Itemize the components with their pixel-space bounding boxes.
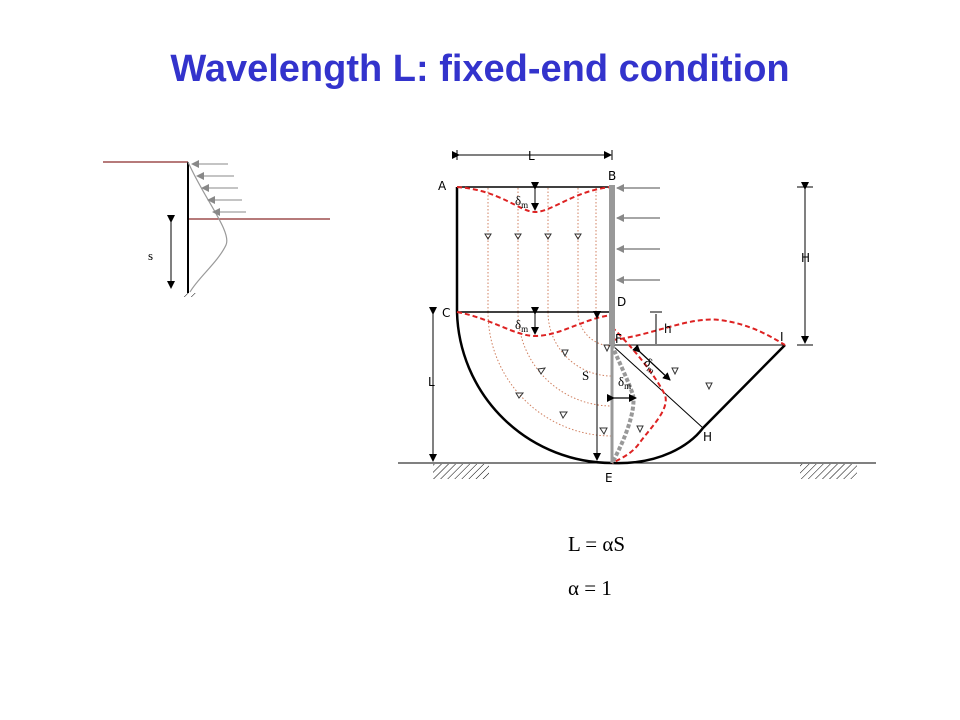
main-wall-diagram: L L H h S δm δm δm δm A B C D F H I E	[398, 149, 876, 485]
point-label-I: I	[780, 330, 784, 344]
small-fixed-base	[182, 293, 196, 297]
delta-m-label-2: δm	[515, 317, 528, 334]
line-FH	[611, 344, 704, 429]
label-h: h	[664, 322, 672, 336]
label-H: H	[801, 251, 810, 265]
point-label-B: B	[608, 169, 616, 183]
flow-lines-upper	[487, 188, 597, 312]
equation-alpha: α = 1	[568, 576, 612, 600]
label-L-top: L	[528, 149, 535, 163]
small-s-label: s	[148, 248, 153, 263]
small-wall-diagram: s	[103, 160, 330, 297]
label-L-left: L	[428, 375, 435, 389]
slide-title: Wavelength L: fixed-end condition	[170, 48, 790, 90]
delta-m-label-4: δm	[618, 374, 631, 391]
point-label-A: A	[438, 179, 447, 193]
delta-m-label-1: δm	[515, 193, 528, 210]
failure-boundary-left	[455, 187, 613, 465]
ground-hatch-left	[433, 464, 489, 479]
point-label-C: C	[442, 306, 450, 320]
flow-direction-markers	[484, 233, 713, 435]
equation-wavelength: L = αS	[568, 532, 626, 556]
failure-boundary-right	[611, 344, 786, 465]
label-S: S	[582, 368, 589, 383]
point-label-E: E	[605, 471, 613, 485]
ground-hatch-right	[800, 464, 857, 479]
flow-lines-lower	[487, 311, 613, 437]
point-label-H: H	[703, 430, 712, 444]
wall-deflected-shape	[610, 344, 636, 464]
small-deflection-curve	[187, 161, 228, 293]
point-label-F: F	[615, 332, 622, 346]
small-load-arrows	[191, 160, 246, 216]
point-label-D: D	[617, 295, 626, 309]
load-arrows	[616, 184, 660, 284]
